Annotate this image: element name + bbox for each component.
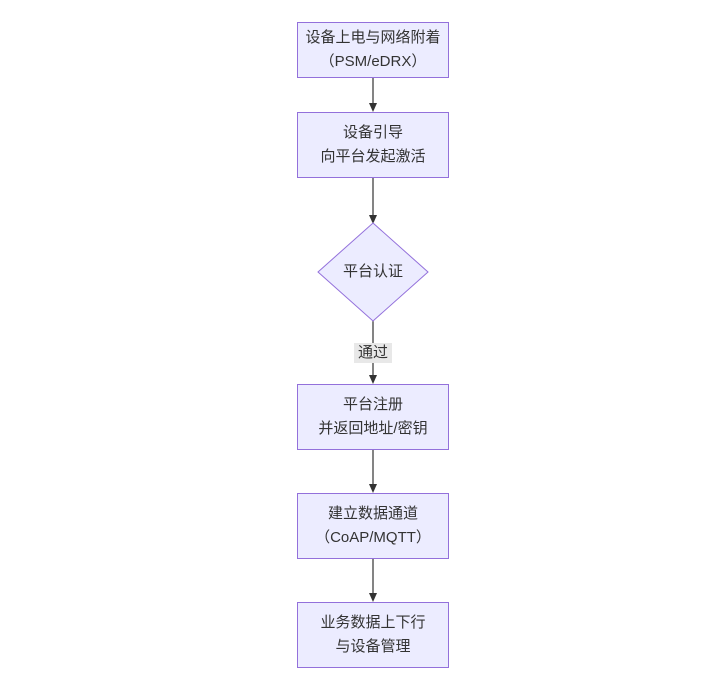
- node-text-line: （PSM/eDRX）: [319, 53, 427, 70]
- edge-channel-to-business: [369, 559, 377, 602]
- flow-node-auth-decision: 平台认证: [318, 248, 428, 296]
- flow-node-channel: 建立数据通道 （CoAP/MQTT）: [297, 493, 449, 559]
- flow-node-power-attach: 设备上电与网络附着 （PSM/eDRX）: [297, 22, 449, 78]
- decision-diamond-shape: [317, 222, 429, 322]
- edge-label-pass: 通过: [353, 343, 393, 363]
- node-text-line: 与设备管理: [335, 638, 411, 655]
- node-text-line: 业务数据上下行: [320, 614, 426, 631]
- node-text-line: 向平台发起激活: [320, 148, 426, 165]
- flow-node-bootstrap: 设备引导 向平台发起激活: [297, 112, 449, 178]
- node-text-line: 并返回地址/密钥: [318, 420, 428, 437]
- node-text-line: 平台注册: [342, 396, 403, 413]
- edge-bootstrap-to-auth: [369, 178, 377, 224]
- node-text-line: 建立数据通道: [327, 505, 418, 522]
- edge-power-to-bootstrap: [369, 78, 377, 112]
- flow-node-register: 平台注册 并返回地址/密钥: [297, 384, 449, 450]
- node-text-line: 设备引导: [342, 124, 403, 141]
- flow-node-business: 业务数据上下行 与设备管理: [297, 602, 449, 668]
- edge-register-to-channel: [369, 450, 377, 493]
- node-text-line: 设备上电与网络附着: [305, 29, 441, 46]
- node-text-line: 平台认证: [342, 263, 403, 280]
- node-text-line: （CoAP/MQTT）: [315, 529, 431, 546]
